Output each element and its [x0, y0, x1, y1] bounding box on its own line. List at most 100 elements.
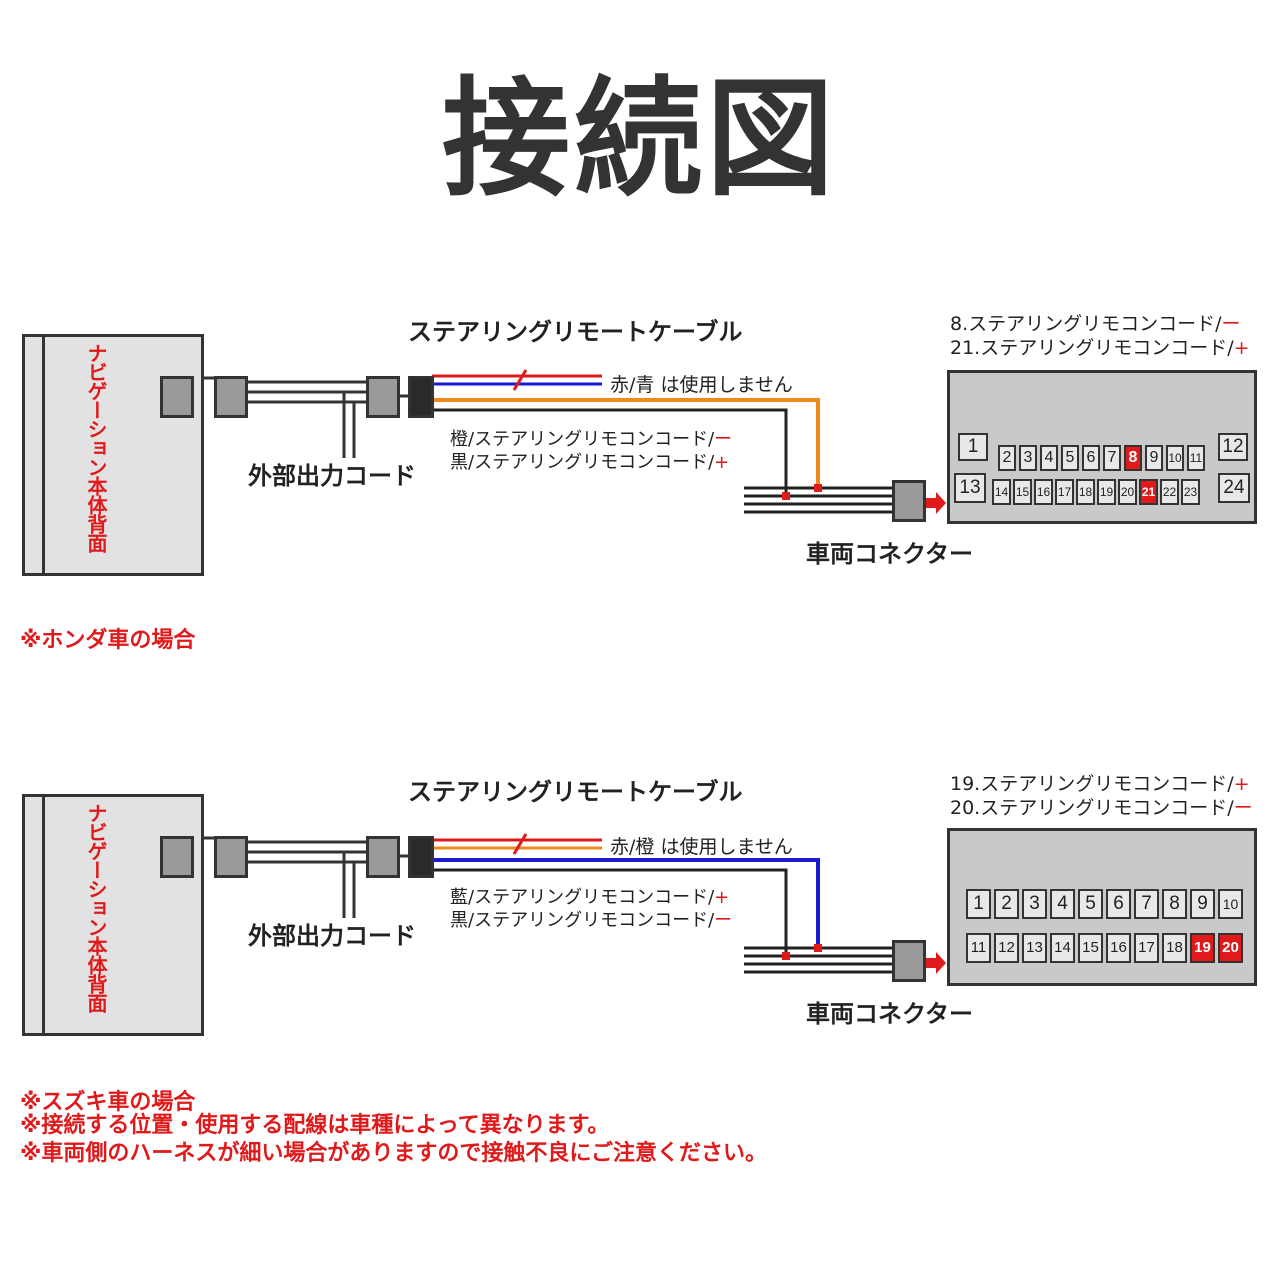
honda-section: ナビゲーション本体背面 ステアリングリモートケーブル 赤/青 は使用しません 外… — [0, 300, 1280, 700]
connector-pin: 5 — [1078, 889, 1103, 919]
suzuki-section: ナビゲーション本体背面 ステアリングリモートケーブル 赤/橙 は使用しません 外… — [0, 760, 1280, 1160]
connector-pin: 19 — [1190, 933, 1215, 963]
external-cord-wire — [300, 400, 356, 458]
suzuki-wiring — [188, 833, 946, 974]
external-cord-wire — [300, 390, 346, 458]
connector-pin: 19 — [1097, 479, 1116, 505]
connector-pin: 15 — [1013, 479, 1032, 505]
wire-note-sign: + — [714, 452, 730, 473]
connector-pin: 7 — [1134, 889, 1159, 919]
connector-pin: 3 — [1019, 445, 1037, 471]
pin-note-text: 20.ステアリングリモコンコード/ — [950, 797, 1234, 819]
wire-note-sign: ー — [714, 429, 733, 450]
navigation-unit-label: ナビゲーション本体背面 — [84, 803, 108, 1012]
vehicle-connector-label: 車両コネクター — [806, 540, 974, 568]
pin-note-list: 8.ステアリングリモコンコード/ー 21.ステアリングリモコンコード/+ — [950, 312, 1250, 360]
connector-pin: 13 — [1022, 933, 1047, 963]
connector-pin: 9 — [1190, 889, 1215, 919]
wire-note-list: 橙/ステアリングリモコンコード/ー 黒/ステアリングリモコンコード/+ — [450, 428, 732, 474]
connector-pin: 1 — [958, 433, 988, 461]
arrow-icon — [924, 492, 946, 514]
cable-plug — [408, 836, 434, 878]
connector-pin: 23 — [1181, 479, 1200, 505]
unused-wires-note: 赤/橙 は使用しません — [610, 836, 793, 858]
connector-pin: 12 — [1218, 433, 1248, 461]
connector-pin: 22 — [1160, 479, 1179, 505]
external-cord-wire — [300, 850, 346, 918]
connector-pin: 13 — [954, 473, 986, 503]
splice-point — [782, 952, 790, 960]
navigation-unit-back: ナビゲーション本体背面 — [22, 334, 204, 576]
splice-point — [782, 492, 790, 500]
connector-pin: 7 — [1103, 445, 1121, 471]
connector-pin: 9 — [1145, 445, 1163, 471]
pin-note-sign: + — [1233, 337, 1250, 359]
honda-case-label: ※ホンダ車の場合 — [20, 628, 196, 653]
pin-note: 20.ステアリングリモコンコード/ー — [950, 796, 1253, 820]
pin-note: 21.ステアリングリモコンコード/+ — [950, 336, 1250, 360]
wire-note-sign: ー — [714, 910, 733, 931]
note-line: ※車両側のハーネスが細い場合がありますので接触不良にご注意ください。 — [20, 1141, 767, 1166]
splice-point — [814, 944, 822, 952]
suzuki-case-label: ※スズキ車の場合 — [20, 1090, 196, 1115]
external-cord-label: 外部出力コード — [248, 922, 416, 950]
nav-socket — [160, 376, 194, 418]
pin-note-text: 19.ステアリングリモコンコード/ — [950, 773, 1234, 795]
connector-pin: 11 — [966, 933, 991, 963]
pin-note: 8.ステアリングリモコンコード/ー — [950, 312, 1250, 336]
cut-mark — [512, 833, 528, 855]
connector-pin: 20 — [1218, 933, 1243, 963]
connector-pin: 17 — [1055, 479, 1074, 505]
wire-note-text: 黒/ステアリングリモコンコード/ — [450, 910, 715, 931]
connector-pin: 20 — [1118, 479, 1137, 505]
wire-note-text: 橙/ステアリングリモコンコード/ — [450, 429, 715, 450]
pin-note: 19.ステアリングリモコンコード/+ — [950, 772, 1253, 796]
connector-pin: 2 — [998, 445, 1016, 471]
connector-pin: 2 — [994, 889, 1019, 919]
connector-pin: 10 — [1218, 889, 1243, 919]
connector-pin: 11 — [1187, 445, 1205, 471]
honda-wiring — [188, 369, 946, 514]
wire-note-text: 黒/ステアリングリモコンコード/ — [450, 452, 715, 473]
navigation-unit-label: ナビゲーション本体背面 — [84, 343, 108, 552]
splice-point — [814, 484, 822, 492]
connector-pin: 17 — [1134, 933, 1159, 963]
external-cord-wire — [300, 860, 356, 918]
connector-pin: 14 — [992, 479, 1011, 505]
connector-pin: 6 — [1106, 889, 1131, 919]
pin-note-sign: ー — [1233, 797, 1253, 819]
nav-socket — [160, 836, 194, 878]
connector-pin: 16 — [1034, 479, 1053, 505]
pin-note-sign: ー — [1221, 313, 1241, 335]
connector-pin: 14 — [1050, 933, 1075, 963]
page-title: 接続図 — [441, 65, 838, 214]
wire-note-list: 藍/ステアリングリモコンコード/+ 黒/ステアリングリモコンコード/ー — [450, 886, 732, 932]
unused-wires-note: 赤/青 は使用しません — [610, 374, 793, 396]
notes: ※接続する位置・使用する配線は車種によって異なります。 ※車両側のハーネスが細い… — [20, 1112, 767, 1168]
black-wire — [432, 868, 788, 956]
nav-divider — [42, 337, 45, 573]
connector-pin: 16 — [1106, 933, 1131, 963]
connector-pin: 3 — [1022, 889, 1047, 919]
harness-plug — [214, 376, 248, 418]
blue-wire — [432, 858, 820, 948]
nav-divider — [42, 797, 45, 1033]
vehicle-plug — [892, 480, 926, 522]
note-line: ※接続する位置・使用する配線は車種によって異なります。 — [20, 1113, 610, 1138]
pin-note-list: 19.ステアリングリモコンコード/+ 20.ステアリングリモコンコード/ー — [950, 772, 1253, 820]
connector-pin: 5 — [1061, 445, 1079, 471]
connector-pin: 1 — [966, 889, 991, 919]
cable-plug — [408, 376, 434, 418]
wire-note: 黒/ステアリングリモコンコード/+ — [450, 451, 732, 474]
wire-note-sign: + — [714, 887, 730, 908]
black-wire — [432, 408, 788, 496]
wire-note: 藍/ステアリングリモコンコード/+ — [450, 886, 732, 909]
vehicle-connector-label: 車両コネクター — [806, 1000, 974, 1028]
connector-pin: 15 — [1078, 933, 1103, 963]
connector-pin: 24 — [1218, 473, 1250, 503]
connector-pin: 6 — [1082, 445, 1100, 471]
pin-note-text: 21.ステアリングリモコンコード/ — [950, 337, 1234, 359]
